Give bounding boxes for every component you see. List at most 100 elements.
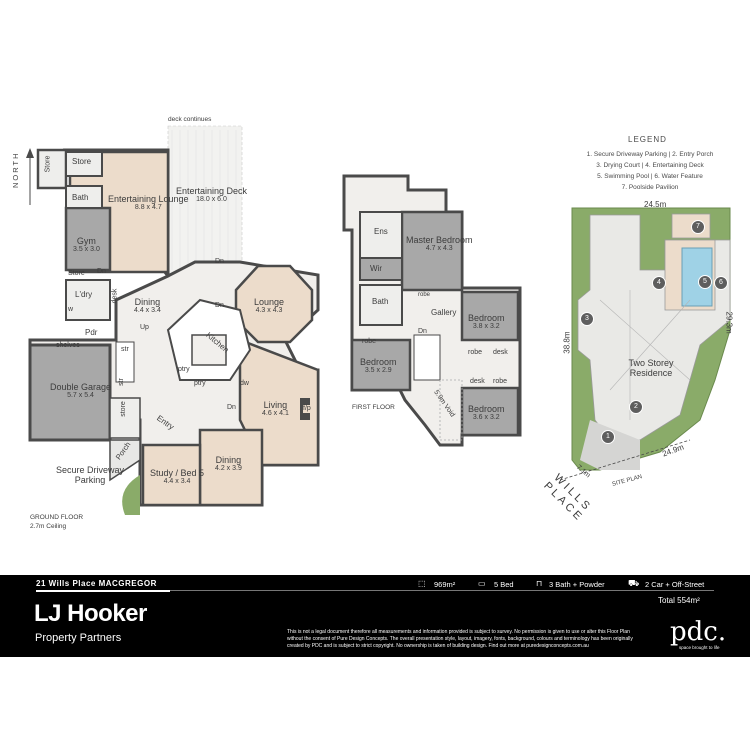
room-store-gym: Store <box>68 270 85 277</box>
ground-floor-ceiling: 2.7m Ceiling <box>30 523 67 530</box>
entry-store <box>109 397 141 439</box>
disclaimer-line-1: This is not a legal document therefore a… <box>287 629 630 635</box>
site-marker-3: 3 <box>580 312 594 326</box>
bedroom-4-room <box>460 386 520 437</box>
property-address: 21 Wills Place MACGREGOR <box>36 579 157 588</box>
double-garage-room <box>28 343 112 442</box>
robe-3: robe <box>493 378 508 385</box>
gym-room <box>64 206 112 272</box>
stairs-up: Up <box>140 324 149 331</box>
bath-room-ground <box>65 185 103 209</box>
north-arrow-icon <box>26 148 34 158</box>
car-count: 2 Car + Off-Street <box>645 580 705 589</box>
bed-count: 5 Bed <box>494 580 514 589</box>
site-top-dim: 24.5m <box>644 200 667 209</box>
site-marker-6: 6 <box>714 276 728 290</box>
site-marker-2: 2 <box>629 400 643 414</box>
study-room <box>141 443 202 507</box>
room-bath-ground: Bath <box>72 193 89 202</box>
ensuite-room <box>359 211 403 259</box>
entry-store-label: store <box>119 401 127 417</box>
room-ensuite: Ens <box>374 227 388 236</box>
legend-line-2: 3. Drying Court | 4. Entertaining Deck <box>596 162 704 169</box>
store-room-outside <box>36 148 68 190</box>
fireplace-label: f/p <box>303 405 311 414</box>
laundry-w: w <box>68 306 74 313</box>
room-bath-first: Bath <box>372 297 389 306</box>
room-powder: Pdr <box>85 328 98 337</box>
dn-living: Dn <box>227 404 236 411</box>
bedroom-2-room <box>350 338 412 392</box>
total-area: Total 554m² <box>658 596 700 605</box>
dn-first: Dn <box>418 328 427 335</box>
disclaimer-line-2: without the consent of Pure Design Conce… <box>287 636 633 642</box>
stairs-ground <box>115 341 135 383</box>
first-floor-caption: FIRST FLOOR <box>352 404 395 411</box>
master-bedroom-room <box>400 210 464 292</box>
laundry-room <box>65 279 111 321</box>
pdc-logo: pdc. <box>670 617 727 647</box>
site-marker-5: 5 <box>698 275 712 289</box>
robe-1: robe <box>362 338 377 345</box>
pdc-tagline: space brought to life <box>679 645 720 650</box>
brand-logo: LJ Hooker <box>34 600 147 627</box>
disclaimer-line-3: created by PDC and is subject to strict … <box>287 643 589 649</box>
entertaining-deck-area <box>167 125 243 277</box>
ground-floor-caption: GROUND FLOOR <box>30 514 84 521</box>
site-marker-4: 4 <box>652 276 666 290</box>
site-right-dim: 29.3m <box>724 311 734 334</box>
room-laundry: L'dry <box>75 290 93 299</box>
robe-2: robe <box>468 349 483 356</box>
legend-line-3: 5. Swimming Pool | 6. Water Feature <box>597 173 703 180</box>
room-store-outside: Store <box>44 155 52 173</box>
site-marker-1: 1 <box>601 430 615 444</box>
garage-shelves: shelves <box>56 342 80 349</box>
land-icon: ⬚ <box>418 579 426 588</box>
footer-rule <box>170 590 714 591</box>
kitchen-island <box>191 334 227 366</box>
address-underline <box>36 590 170 592</box>
site-driveway <box>580 420 640 470</box>
bath-icon: ⊓ <box>536 579 543 588</box>
room-wir: Wir <box>370 264 382 273</box>
legend-title: LEGEND <box>628 135 667 144</box>
legend-line-4: 7. Poolside Pavilion <box>621 184 679 191</box>
dn-deck: Dn <box>215 258 224 265</box>
wir-room <box>359 257 403 281</box>
site-marker-7: 7 <box>691 220 705 234</box>
site-left-dim: 38.8m <box>562 331 572 354</box>
ground-garden <box>122 475 140 515</box>
store-room <box>65 151 103 177</box>
bed-icon: ▭ <box>478 579 486 588</box>
bedroom-3-room <box>460 290 520 342</box>
site-residence-label: Two Storey Residence <box>628 358 674 379</box>
bath-room-first <box>359 284 403 326</box>
pantry-1: ptry <box>178 366 190 373</box>
footer-banner: 21 Wills Place MACGREGOR ⬚ 969m² ▭ 5 Bed… <box>0 575 750 657</box>
kitchen-dw: dw <box>240 380 249 387</box>
room-gallery: Gallery <box>431 308 457 317</box>
brand-subtitle: Property Partners <box>35 632 122 644</box>
stairs-first <box>413 334 441 381</box>
bath-count: 3 Bath + Powder <box>549 580 605 589</box>
void-area <box>439 379 463 441</box>
car-icon: ⛟ <box>628 578 640 588</box>
deck-continues-label: deck continues <box>168 116 212 123</box>
stairs-str-2: str <box>117 378 125 386</box>
legend-line-1: 1. Secure Driveway Parking | 2. Entry Po… <box>586 151 714 158</box>
porch-area <box>109 439 141 482</box>
site-boundary-street <box>559 439 691 481</box>
pantry-2: ptry <box>194 380 206 387</box>
